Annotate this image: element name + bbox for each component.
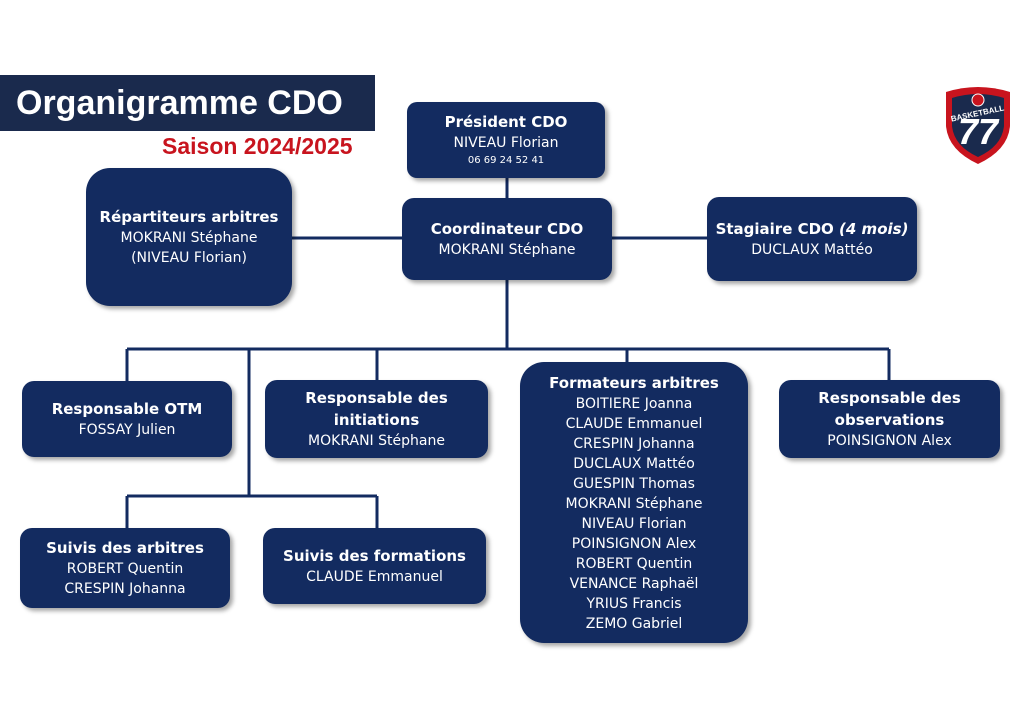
suivis-arbitres-box: Suivis des arbitres ROBERT Quentin CRESP… xyxy=(20,528,230,608)
suivis-arbitres-title: Suivis des arbitres xyxy=(46,539,204,557)
initiations-box: Responsable des initiations MOKRANI Stép… xyxy=(265,380,488,458)
formateurs-title: Formateurs arbitres xyxy=(549,373,719,392)
suivis-formations-title: Suivis des formations xyxy=(283,547,466,565)
repartiteurs-name: MOKRANI Stéphane xyxy=(120,230,258,246)
repartiteurs-box: Répartiteurs arbitres MOKRANI Stéphane (… xyxy=(86,168,292,306)
basketball-77-logo: 77 BASKETBALL xyxy=(946,87,1010,164)
suivis-arbitres-name2: CRESPIN Johanna xyxy=(64,581,186,597)
season-label: Saison 2024/2025 xyxy=(162,133,353,159)
otm-box: Responsable OTM FOSSAY Julien xyxy=(22,381,232,457)
formateur-member: YRIUS Francis xyxy=(586,595,682,612)
formateur-member: POINSIGNON Alex xyxy=(571,535,697,552)
formateur-member: MOKRANI Stéphane xyxy=(565,495,703,512)
formateur-member: ZEMO Gabriel xyxy=(585,615,683,632)
formateur-member: ROBERT Quentin xyxy=(575,555,693,572)
observations-title1: Responsable des xyxy=(818,389,961,407)
initiations-name: MOKRANI Stéphane xyxy=(308,433,445,449)
suivis-formations-name: CLAUDE Emmanuel xyxy=(306,569,443,585)
page-title: Organigramme CDO xyxy=(0,75,375,131)
repartiteurs-name2: (NIVEAU Florian) xyxy=(131,250,247,266)
otm-name: FOSSAY Julien xyxy=(78,422,176,438)
observations-name: POINSIGNON Alex xyxy=(827,433,952,449)
president-phone: 06 69 24 52 41 xyxy=(467,155,545,166)
formateur-member: VENANCE Raphaël xyxy=(569,575,699,592)
coordinateur-title: Coordinateur CDO xyxy=(430,220,584,238)
initiations-title2: initiations xyxy=(333,411,420,429)
formateur-member: DUCLAUX Mattéo xyxy=(573,455,695,472)
stagiaire-title-note: (4 mois) xyxy=(839,220,909,238)
stagiaire-title-line: Stagiaire CDO (4 mois) xyxy=(716,218,909,240)
stagiaire-box: Stagiaire CDO (4 mois) DUCLAUX Mattéo xyxy=(707,197,917,281)
president-title: Président CDO xyxy=(444,113,568,131)
repartiteurs-title: Répartiteurs arbitres xyxy=(99,208,279,226)
otm-title: Responsable OTM xyxy=(51,400,203,418)
formateur-member: CRESPIN Johanna xyxy=(573,435,695,452)
initiations-title1: Responsable des xyxy=(305,389,448,407)
logo-number: 77 xyxy=(958,111,1000,152)
formateur-member: CLAUDE Emmanuel xyxy=(565,415,703,432)
formateur-member: NIVEAU Florian xyxy=(581,515,687,532)
suivis-formations-box: Suivis des formations CLAUDE Emmanuel xyxy=(263,528,486,604)
formateur-member: BOITIERE Joanna xyxy=(575,395,693,412)
observations-box: Responsable des observations POINSIGNON … xyxy=(779,380,1000,458)
observations-title2: observations xyxy=(834,411,945,429)
formateurs-box: Formateurs arbitres BOITIERE Joanna CLAU… xyxy=(520,362,748,643)
suivis-arbitres-name: ROBERT Quentin xyxy=(66,561,184,577)
coordinateur-name: MOKRANI Stéphane xyxy=(438,242,576,258)
coordinateur-box: Coordinateur CDO MOKRANI Stéphane xyxy=(402,198,612,280)
president-box: Président CDO NIVEAU Florian 06 69 24 52… xyxy=(407,102,605,178)
president-name: NIVEAU Florian xyxy=(453,135,559,151)
stagiaire-title: Stagiaire CDO xyxy=(715,220,834,238)
formateur-member: GUESPIN Thomas xyxy=(573,475,695,492)
stagiaire-name: DUCLAUX Mattéo xyxy=(751,242,873,258)
